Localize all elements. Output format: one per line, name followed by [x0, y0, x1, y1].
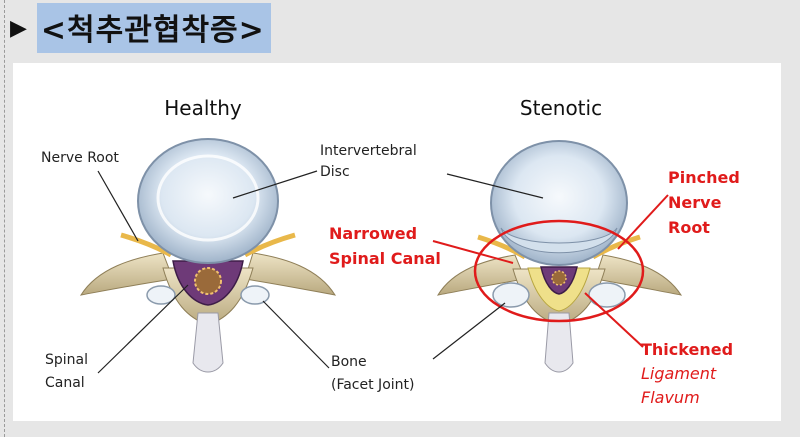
leader-pinched-nerve	[617, 194, 669, 250]
label-bone-line1: Bone	[331, 354, 367, 370]
healthy-spinous-process	[192, 312, 224, 373]
label-narrowed-line1: Narrowed	[329, 224, 417, 243]
stenotic-heading: Stenotic	[520, 96, 602, 120]
spinal-stenosis-diagram: Healthy Nerve Root Intervertebral Disc S…	[41, 96, 740, 407]
bullet-triangle-icon: ▶	[10, 15, 27, 41]
title-bar: ▶ <척추관협착증>	[6, 3, 271, 53]
leader-spinal-canal	[97, 284, 189, 374]
healthy-transverse-process-right	[244, 252, 337, 296]
label-pinched-line1: Pinched	[668, 168, 740, 187]
label-disc-line1: Intervertebral	[320, 143, 417, 159]
label-pinched-line2: Nerve	[668, 193, 722, 212]
healthy-heading: Healthy	[164, 96, 242, 120]
stenotic-cauda-equina	[551, 270, 567, 286]
stenosis-highlight-ellipse	[473, 219, 645, 323]
label-disc-line2: Disc	[320, 164, 350, 180]
stenotic-spinous-process	[544, 312, 574, 373]
label-pinched-line3: Root	[668, 218, 710, 237]
label-thickened-line2: Ligament	[641, 364, 717, 383]
healthy-cauda-equina	[194, 267, 222, 295]
leader-thickened-ligament	[584, 292, 644, 348]
label-bone-line2: (Facet Joint)	[331, 377, 414, 393]
healthy-vertebra	[79, 138, 337, 373]
stenotic-transverse-process-left	[437, 254, 526, 296]
healthy-disc-nucleus	[156, 154, 260, 242]
stenotic-vertebra	[437, 140, 683, 373]
leader-bone	[262, 300, 330, 369]
leader-narrowed-canal	[432, 240, 514, 264]
left-dashed-rule	[0, 0, 5, 437]
leader-nerve-root	[97, 170, 139, 242]
label-spinal-line1: Spinal	[45, 352, 88, 368]
healthy-facet-left	[146, 285, 176, 305]
stenotic-transverse-process-right	[594, 254, 683, 296]
label-thickened-line1: Thickened	[641, 340, 733, 359]
healthy-disc	[137, 138, 279, 264]
label-nerve-root: Nerve Root	[41, 150, 119, 166]
diagram-panel: Healthy Nerve Root Intervertebral Disc S…	[13, 63, 781, 421]
healthy-transverse-process-left	[79, 252, 174, 296]
leader-stenotic-disc	[446, 173, 544, 199]
leader-stenotic-bone	[432, 302, 506, 360]
healthy-nerve-root-right	[243, 232, 296, 258]
label-thickened-line3: Flavum	[641, 388, 700, 407]
healthy-facet-right	[240, 285, 270, 305]
label-narrowed-line2: Spinal Canal	[329, 249, 441, 268]
healthy-nerve-root-left	[120, 232, 173, 258]
leader-disc	[232, 170, 318, 199]
page-title: <척추관협착증>	[36, 3, 271, 53]
label-spinal-line2: Canal	[45, 375, 85, 391]
stenotic-facet-right	[588, 282, 626, 308]
stenotic-facet-left	[492, 282, 530, 308]
stenotic-disc	[490, 140, 628, 266]
stenotic-disc-bulge	[500, 227, 618, 254]
